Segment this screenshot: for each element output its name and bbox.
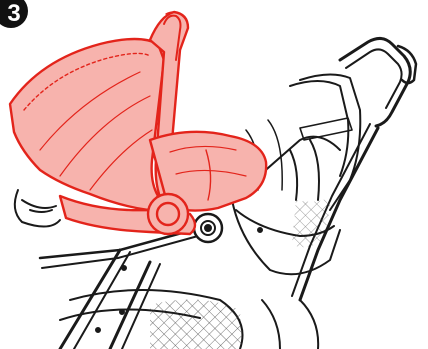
infant-car-seat [10, 12, 266, 234]
seat-mesh [292, 196, 332, 247]
step-number: 3 [7, 0, 20, 28]
basket-mesh [150, 300, 242, 349]
